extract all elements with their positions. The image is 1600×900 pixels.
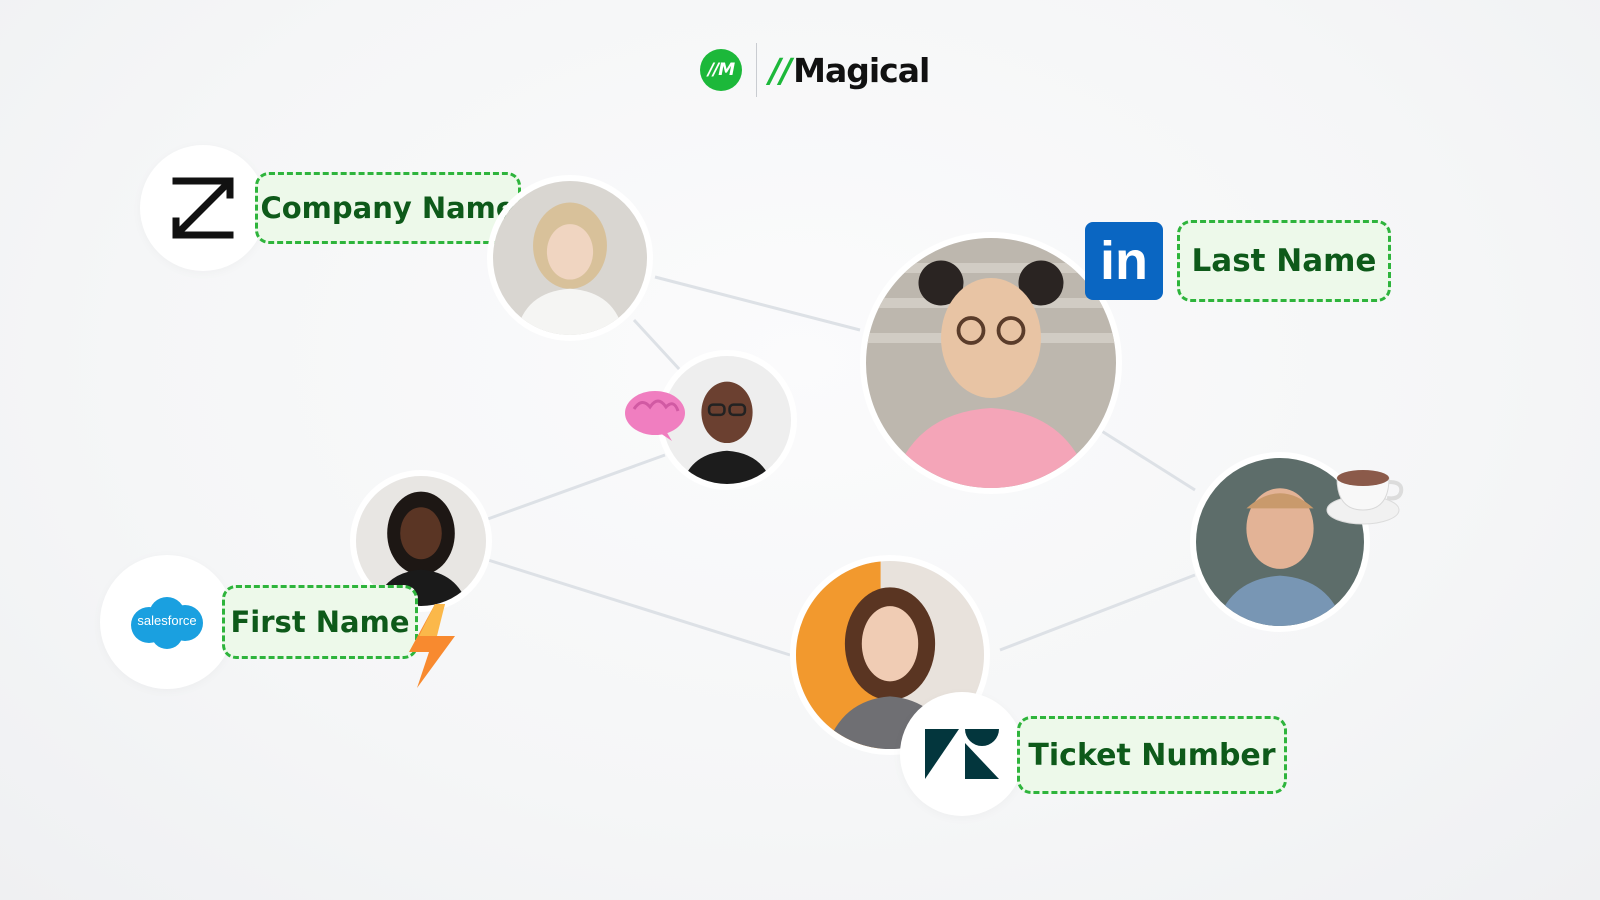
connector-line <box>999 573 1196 652</box>
linkedin-icon: in <box>1085 222 1163 300</box>
connector-line <box>654 275 861 332</box>
brain-emoji <box>620 385 690 445</box>
connector-line <box>632 318 682 372</box>
avatar-blonde-woman <box>487 175 653 341</box>
wordmark-text: Magical <box>793 50 930 90</box>
coffee-emoji <box>1325 458 1407 528</box>
zendesk-bubble <box>900 692 1024 816</box>
avatar-woman-buns <box>860 232 1122 494</box>
brand-header: //M // Magical <box>700 42 930 98</box>
zoominfo-icon <box>172 177 234 239</box>
avatar-man-jacket <box>1190 452 1370 632</box>
last-name-tag[interactable]: Last Name <box>1177 220 1391 302</box>
magical-wordmark: // Magical <box>769 50 930 90</box>
company-name-tag[interactable]: Company Name <box>255 172 521 244</box>
ticket-number-tag[interactable]: Ticket Number <box>1017 716 1287 794</box>
connector-line <box>1099 428 1196 492</box>
zendesk-icon <box>925 729 999 779</box>
avatar-woman-braids <box>350 470 492 612</box>
first-name-tag[interactable]: First Name <box>222 585 418 659</box>
salesforce-icon: salesforce <box>127 595 207 650</box>
connector-line <box>484 453 666 522</box>
wordmark-slash: // <box>769 50 792 90</box>
avatar-man-glasses <box>657 350 797 490</box>
logo-divider <box>756 43 757 97</box>
salesforce-bubble: salesforce <box>100 555 234 689</box>
salesforce-text: salesforce <box>137 612 197 628</box>
zoominfo-bubble <box>140 145 266 271</box>
lightning-emoji <box>405 604 457 688</box>
magical-logo-badge: //M <box>700 49 742 91</box>
connector-line <box>487 558 791 657</box>
